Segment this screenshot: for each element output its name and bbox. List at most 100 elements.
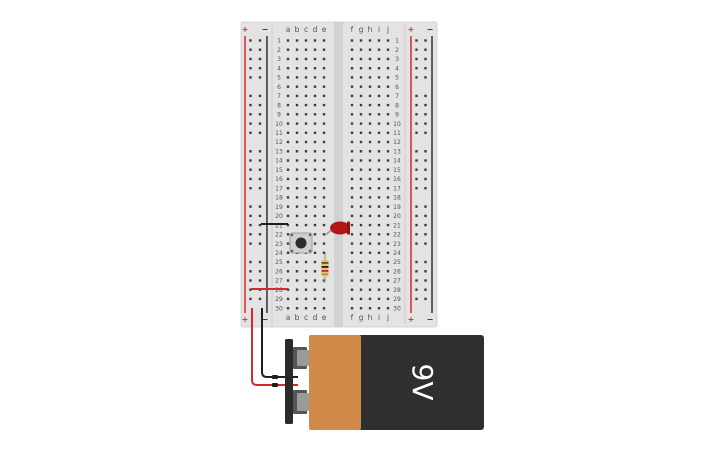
hole-e13[interactable] [322, 150, 326, 153]
hole-c11[interactable] [304, 131, 308, 134]
hole-j13[interactable] [386, 150, 390, 153]
rail-hole-1-29[interactable] [258, 297, 262, 301]
rail-hole-0-10[interactable] [249, 122, 252, 125]
hole-b12[interactable] [295, 140, 299, 144]
hole-c12[interactable] [304, 140, 308, 144]
hole-j14[interactable] [386, 159, 390, 162]
rail-hole-2-17[interactable] [415, 187, 418, 190]
hole-b27[interactable] [295, 279, 299, 282]
hole-g24[interactable] [359, 251, 363, 254]
hole-e18[interactable] [322, 196, 326, 199]
hole-e14[interactable] [322, 159, 326, 162]
hole-b17[interactable] [295, 187, 299, 190]
rail-hole-0-11[interactable] [249, 131, 252, 134]
rail-hole-2-9[interactable] [415, 113, 418, 116]
hole-g28[interactable] [359, 288, 363, 291]
hole-i11[interactable] [377, 131, 381, 134]
hole-c7[interactable] [304, 94, 308, 98]
hole-a25[interactable] [286, 260, 290, 264]
hole-f10[interactable] [350, 122, 354, 125]
hole-i17[interactable] [377, 187, 381, 190]
hole-g29[interactable] [359, 297, 363, 301]
hole-i18[interactable] [377, 196, 381, 199]
rail-hole-2-15[interactable] [415, 168, 418, 171]
hole-g13[interactable] [359, 150, 363, 153]
rail-hole-1-23[interactable] [258, 242, 262, 245]
hole-d6[interactable] [313, 85, 317, 88]
hole-d13[interactable] [313, 150, 317, 153]
hole-b20[interactable] [295, 214, 299, 218]
hole-d30[interactable] [313, 307, 317, 310]
hole-a2[interactable] [286, 48, 290, 51]
hole-i14[interactable] [377, 159, 381, 162]
hole-a12[interactable] [286, 140, 290, 144]
rail-hole-3-10[interactable] [424, 122, 427, 125]
hole-d11[interactable] [313, 131, 317, 134]
hole-e28[interactable] [322, 288, 326, 291]
hole-j28[interactable] [386, 288, 390, 291]
rail-hole-3-19[interactable] [424, 205, 427, 208]
hole-d3[interactable] [313, 57, 317, 61]
hole-c3[interactable] [304, 57, 308, 61]
hole-b6[interactable] [295, 85, 299, 88]
hole-b29[interactable] [295, 297, 299, 301]
hole-b30[interactable] [295, 307, 299, 310]
hole-d28[interactable] [313, 288, 317, 291]
hole-h16[interactable] [368, 177, 372, 181]
rail-hole-0-17[interactable] [249, 187, 252, 190]
hole-d10[interactable] [313, 122, 317, 125]
rail-hole-0-15[interactable] [249, 168, 252, 171]
hole-j30[interactable] [386, 307, 390, 310]
hole-d21[interactable] [313, 223, 317, 227]
hole-a15[interactable] [286, 168, 290, 171]
hole-c13[interactable] [304, 150, 308, 153]
hole-d9[interactable] [313, 113, 317, 116]
hole-c2[interactable] [304, 48, 308, 51]
hole-j29[interactable] [386, 297, 390, 301]
rail-hole-3-13[interactable] [424, 150, 427, 153]
rail-hole-1-2[interactable] [258, 48, 262, 51]
hole-b15[interactable] [295, 168, 299, 171]
hole-f21[interactable] [350, 223, 354, 227]
hole-i16[interactable] [377, 177, 381, 181]
hole-g16[interactable] [359, 177, 363, 181]
hole-c14[interactable] [304, 159, 308, 162]
rail-hole-1-5[interactable] [258, 76, 262, 79]
hole-f7[interactable] [350, 94, 354, 98]
hole-h2[interactable] [368, 48, 372, 51]
hole-b8[interactable] [295, 103, 299, 107]
hole-i15[interactable] [377, 168, 381, 171]
hole-j5[interactable] [386, 76, 390, 79]
hole-b10[interactable] [295, 122, 299, 125]
hole-e24[interactable] [322, 251, 326, 254]
hole-d4[interactable] [313, 67, 317, 70]
hole-c10[interactable] [304, 122, 308, 125]
hole-j4[interactable] [386, 67, 390, 70]
hole-f8[interactable] [350, 103, 354, 107]
rail-hole-2-3[interactable] [415, 57, 418, 61]
hole-d29[interactable] [313, 297, 317, 301]
hole-i12[interactable] [377, 140, 381, 144]
hole-g15[interactable] [359, 168, 363, 171]
rail-hole-3-7[interactable] [424, 94, 427, 98]
rail-hole-2-16[interactable] [415, 177, 418, 181]
hole-c16[interactable] [304, 177, 308, 181]
hole-c18[interactable] [304, 196, 308, 199]
hole-a22[interactable] [286, 233, 290, 236]
rail-hole-0-13[interactable] [249, 150, 252, 153]
hole-f22[interactable] [350, 233, 354, 236]
hole-a8[interactable] [286, 103, 290, 107]
rail-hole-1-1[interactable] [258, 39, 262, 42]
rail-hole-1-9[interactable] [258, 113, 262, 116]
hole-j20[interactable] [386, 214, 390, 218]
hole-e20[interactable] [322, 214, 326, 218]
hole-g17[interactable] [359, 187, 363, 190]
hole-i20[interactable] [377, 214, 381, 218]
hole-i23[interactable] [377, 242, 381, 245]
hole-a18[interactable] [286, 196, 290, 199]
rail-hole-3-14[interactable] [424, 159, 427, 162]
rail-hole-3-15[interactable] [424, 168, 427, 171]
hole-b18[interactable] [295, 196, 299, 199]
hole-i26[interactable] [377, 270, 381, 273]
rail-hole-3-2[interactable] [424, 48, 427, 51]
